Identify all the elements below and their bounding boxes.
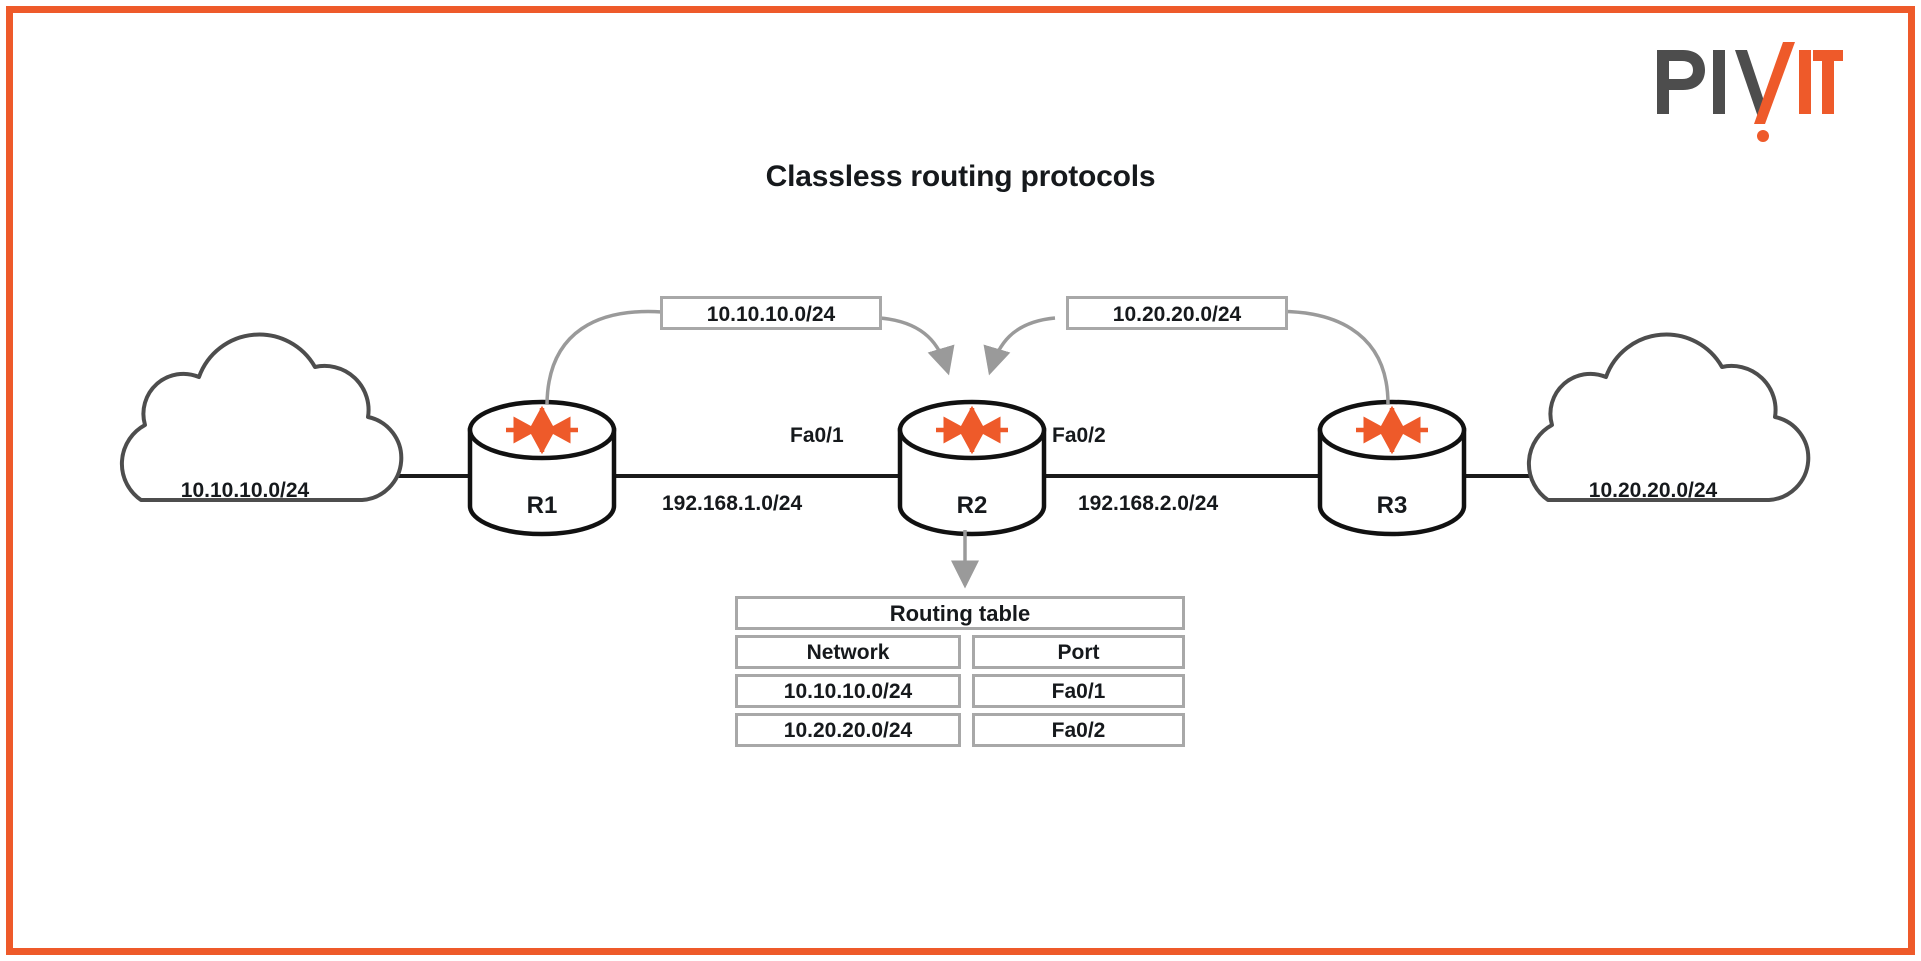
column-header-network: Network	[735, 635, 961, 669]
logo-letter-p	[1657, 50, 1705, 114]
logo-dot	[1757, 130, 1769, 142]
router-r2-label: R2	[956, 492, 988, 519]
routing-table: Routing table Network Port 10.10.10.0/24…	[735, 596, 1185, 752]
cell-network-0: 10.10.10.0/24	[735, 674, 961, 708]
table-row: 10.20.20.0/24 Fa0/2	[735, 713, 1185, 747]
advert-box-right: 10.20.20.0/24	[1066, 296, 1288, 330]
logo-letter-v-right	[1754, 42, 1795, 124]
router-r1[interactable]	[467, 399, 617, 537]
router-r2[interactable]	[897, 399, 1047, 537]
cell-port-1: Fa0/2	[972, 713, 1185, 747]
port-label-fa02: Fa0/2	[1052, 424, 1106, 447]
routing-table-header-row: Network Port	[735, 635, 1185, 669]
page-title: Classless routing protocols	[765, 160, 1156, 193]
pivit-logo	[1657, 42, 1843, 142]
logo-letter-i1	[1713, 50, 1725, 114]
column-header-port: Port	[972, 635, 1185, 669]
advert-box-left: 10.10.10.0/24	[660, 296, 882, 330]
table-row: 10.10.10.0/24 Fa0/1	[735, 674, 1185, 708]
logo-letter-i2	[1799, 50, 1811, 114]
router-arrows-icon	[936, 405, 1008, 455]
cloud-right	[1526, 332, 1811, 502]
logo-letter-t	[1813, 50, 1843, 114]
cell-network-1: 10.20.20.0/24	[735, 713, 961, 747]
advert-arrow-right	[983, 309, 1390, 405]
router-r3-label: R3	[1376, 492, 1408, 519]
router-arrows-icon	[506, 405, 578, 455]
routing-table-title: Routing table	[735, 596, 1185, 630]
router-arrows-icon	[1356, 405, 1428, 455]
router-r1-label: R1	[526, 492, 558, 519]
advert-arrow-left	[545, 309, 955, 405]
routing-table-title-row: Routing table	[735, 596, 1185, 630]
port-label-fa01: Fa0/1	[790, 424, 844, 447]
link-label-192-168-1: 192.168.1.0/24	[662, 492, 803, 515]
logo-letter-v-left	[1735, 50, 1765, 120]
cloud-left-label: 10.10.10.0/24	[180, 479, 310, 502]
cell-port-0: Fa0/1	[972, 674, 1185, 708]
link-label-192-168-2: 192.168.2.0/24	[1078, 492, 1219, 515]
cloud-left	[119, 332, 404, 502]
router-r3[interactable]	[1317, 399, 1467, 537]
cloud-right-label: 10.20.20.0/24	[1588, 479, 1718, 502]
